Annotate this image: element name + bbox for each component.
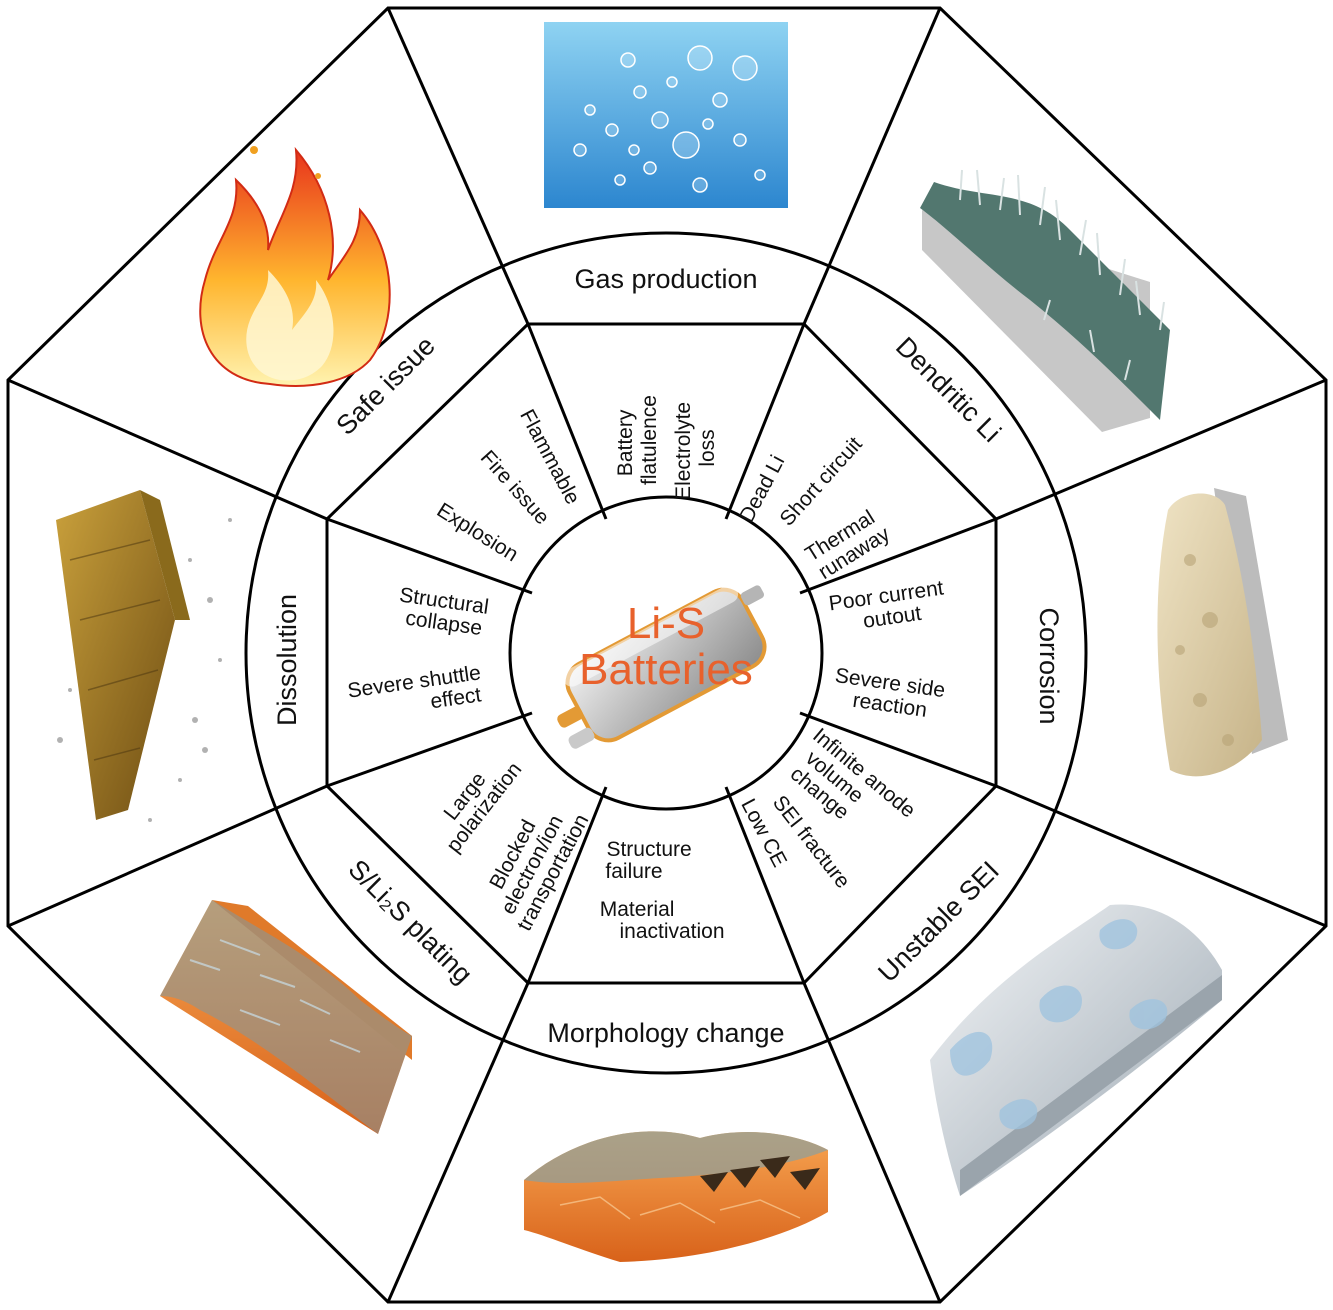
detail-electrolyte-loss-line-1: Electrolyte [672, 402, 695, 500]
sector-label-corrosion: Corrosion [1034, 607, 1064, 724]
detail-structural-collapse: Structural collapse [395, 584, 496, 642]
fire-illustration [199, 146, 391, 387]
detail-electrolyte-loss: Electrolyte loss [672, 396, 719, 500]
dissolution-illustration [56, 490, 232, 822]
sector-label-dissolution: Dissolution [272, 594, 302, 726]
sector-label-gas-production: Gas production [574, 264, 757, 294]
label-ring [244, 231, 1088, 1075]
detail-explosion: Explosion [433, 499, 522, 567]
center-title-line-2: Batteries [579, 645, 753, 694]
gas-bubbles-illustration [544, 22, 788, 208]
sei-layer-illustration [930, 904, 1222, 1196]
detail-severe-shuttle-effect: Severe shuttle effect [346, 660, 491, 724]
detail-battery-flatulence: Battery flatulence [614, 395, 661, 485]
detail-structure-failure-line-1: Structure [606, 838, 691, 861]
detail-material-inactivation-line-2: inactivation [619, 920, 724, 943]
spoke-lines [7, 7, 1327, 1303]
detail-structure-failure-line-2: failure [605, 860, 662, 883]
dendrite-illustration [920, 169, 1170, 432]
sector-label-unstable-sei: Unstable SEI [872, 855, 1005, 988]
detail-battery-flatulence-line-1: Battery [614, 409, 637, 476]
detail-material-inactivation: Material inactivation [600, 898, 725, 943]
sector-label-s-li2s-plating: S/Li₂S plating [342, 854, 478, 990]
sector-label-morphology-change: Morphology change [547, 1018, 784, 1048]
detail-electrolyte-loss-line-2: loss [696, 429, 719, 466]
detail-battery-flatulence-line-2: flatulence [638, 395, 661, 485]
detail-structure-failure: Structure failure [605, 838, 697, 883]
battery-icon [557, 585, 767, 749]
corrosion-illustration [1157, 488, 1288, 777]
morphology-illustration [524, 1131, 828, 1262]
plating-illustration [160, 900, 412, 1134]
center-title-line-1: Li-S [627, 599, 705, 648]
detail-poor-current-outout: Poor current outout [827, 576, 953, 637]
detail-material-inactivation-line-1: Material [600, 898, 675, 921]
center-circle [508, 495, 824, 811]
detail-severe-side-reaction: Severe side reaction [830, 664, 952, 725]
detail-thermal-runaway: Thermal runaway [801, 503, 895, 585]
detail-divider-lines [326, 323, 997, 984]
